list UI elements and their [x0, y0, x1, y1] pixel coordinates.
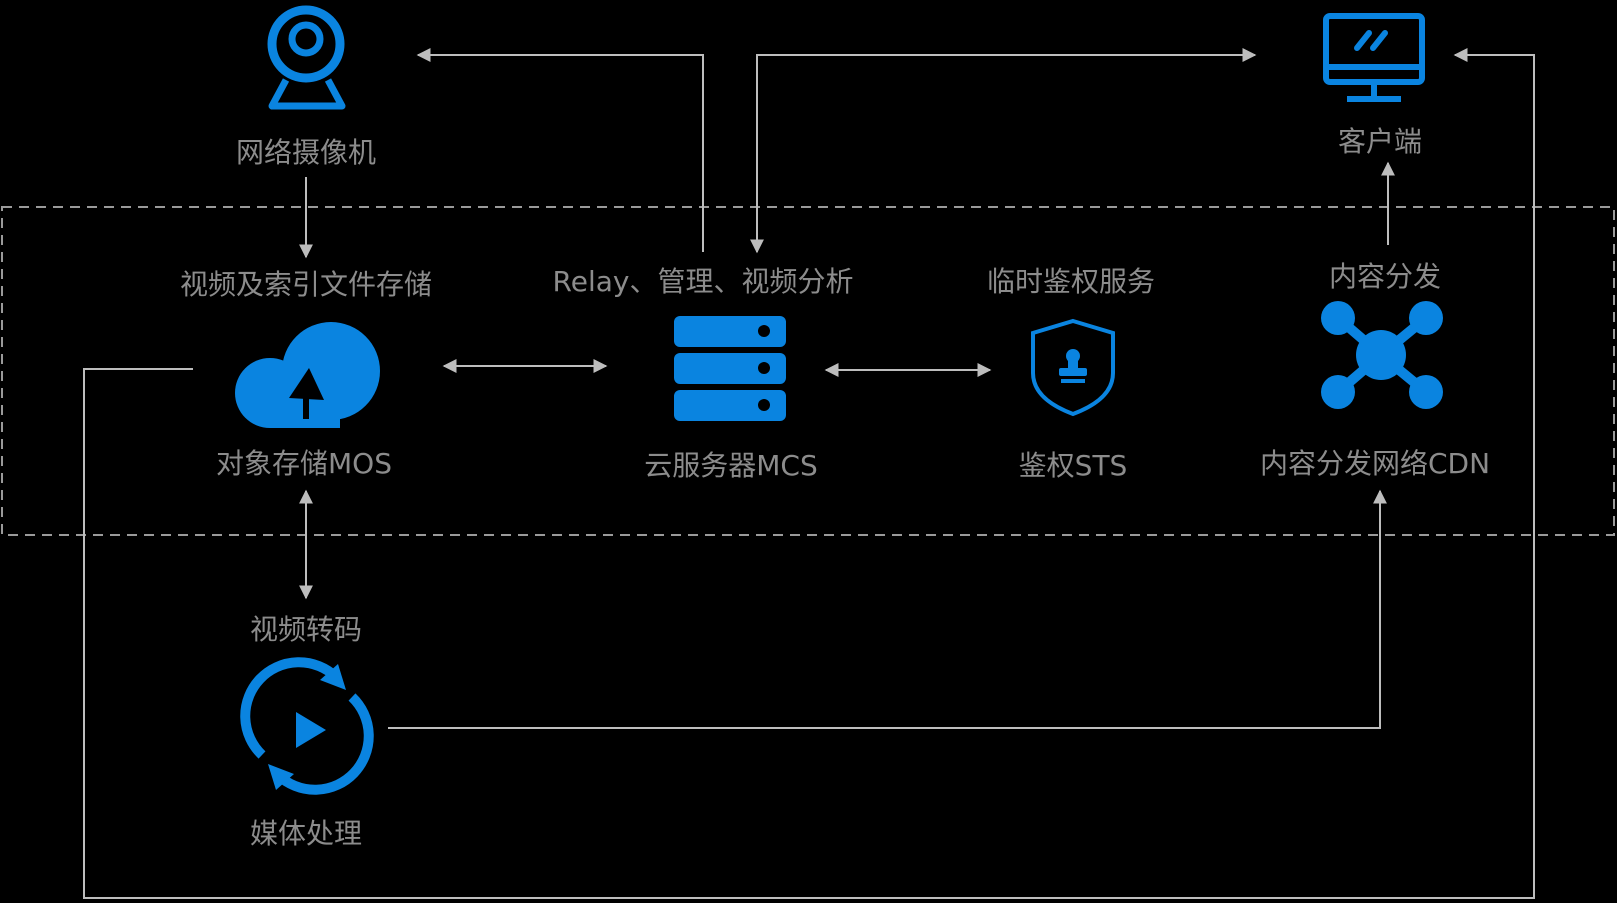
- sts-label: 鉴权STS: [1018, 449, 1128, 482]
- cdn-label: 内容分发网络CDN: [1259, 447, 1491, 480]
- cloud-upload-icon: [235, 322, 380, 428]
- media-processing-label: 媒体处理: [249, 817, 363, 850]
- cdn-caption: 内容分发: [1328, 260, 1442, 293]
- connector-mcs-to-camera: [416, 48, 704, 252]
- connector-transcode-to-cdn: [388, 489, 1387, 729]
- camera-label: 网络摄像机: [235, 136, 377, 169]
- connector-mos-to-client-loop: [83, 48, 1535, 899]
- monitor-icon: [1323, 13, 1425, 102]
- play-refresh-icon: [240, 657, 374, 795]
- mcs-label: 云服务器MCS: [644, 449, 818, 482]
- connector-mcs-client: [750, 48, 1257, 254]
- sts-caption: 临时鉴权服务: [986, 265, 1156, 298]
- mcs-caption: Relay、管理、视频分析: [552, 265, 854, 298]
- shield-icon: [1031, 318, 1115, 417]
- transcode-caption: 视频转码: [249, 613, 363, 646]
- server-icon: [674, 316, 786, 421]
- mos-label: 对象存储MOS: [216, 447, 392, 480]
- client-label: 客户端: [1337, 125, 1423, 158]
- network-hub-icon: [1321, 301, 1443, 409]
- mos-caption: 视频及索引文件存储: [179, 268, 433, 301]
- webcam-icon: [267, 5, 346, 110]
